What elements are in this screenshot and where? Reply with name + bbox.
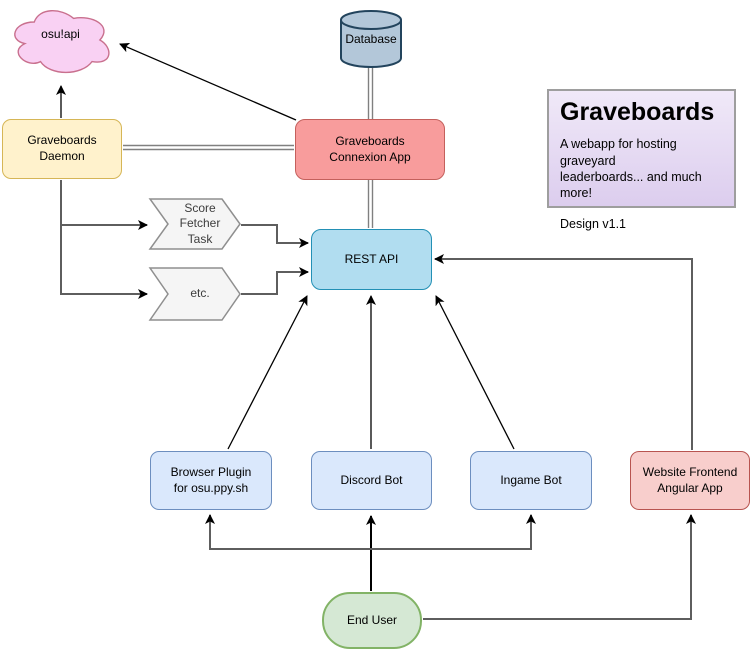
node-etc-task[interactable]: etc. — [148, 267, 241, 321]
cloud-icon — [14, 10, 110, 73]
node-website-frontend[interactable]: Website Frontend Angular App — [630, 451, 750, 510]
diagram-version: Design v1.1 — [560, 217, 627, 232]
edge-enduser-to-ingame-bot — [371, 514, 536, 550]
node-ingame-bot[interactable]: Ingame Bot — [470, 451, 592, 510]
node-label: Discord Bot — [340, 472, 403, 487]
edge-browser-plugin-to-restapi — [227, 295, 308, 450]
node-database[interactable]: Database — [340, 10, 402, 68]
edge-enduser-to-browser-plugin — [205, 514, 371, 550]
node-label: Ingame Bot — [500, 472, 562, 487]
node-browser-plugin[interactable]: Browser Plugin for osu.ppy.sh — [150, 451, 272, 510]
node-label: End User — [346, 612, 398, 627]
node-label: REST API — [344, 251, 399, 266]
node-label: Browser Plugin for osu.ppy.sh — [170, 464, 252, 495]
edge-etc-to-restapi — [241, 267, 309, 295]
node-discord-bot[interactable]: Discord Bot — [311, 451, 432, 510]
node-label: osu!api — [41, 27, 80, 42]
node-graveboards-daemon[interactable]: Graveboards Daemon — [2, 119, 122, 179]
edge-connexion-to-osuapi — [119, 42, 297, 121]
edge-enduser-to-website-frontend — [423, 514, 696, 620]
info-box[interactable]: Graveboards A webapp for hosting graveya… — [547, 89, 736, 231]
edge-daemon-to-score-fetcher — [60, 180, 148, 230]
edge-database-connexion-link — [367, 67, 374, 119]
step-arrow-shape — [148, 267, 241, 321]
node-label: Database — [345, 32, 397, 46]
node-graveboards-connexion-app[interactable]: Graveboards Connexion App — [295, 119, 445, 180]
node-label: Graveboards Daemon — [27, 133, 97, 163]
edge-ingame-bot-to-restapi — [435, 295, 515, 450]
diagram-title: Graveboards — [560, 98, 715, 126]
database-cylinder-icon — [340, 10, 402, 68]
node-rest-api[interactable]: REST API — [311, 229, 432, 290]
edge-website-frontend-to-restapi — [434, 254, 693, 450]
node-label: etc. — [190, 286, 210, 301]
node-label: Website Frontend Angular App — [642, 464, 738, 495]
diagram-description: A webapp for hosting graveyard leaderboa… — [560, 137, 702, 200]
step-arrow-shape — [148, 198, 241, 250]
edge-daemon-connexion-link — [123, 144, 294, 151]
node-score-fetcher-task[interactable]: Score Fetcher Task — [148, 198, 241, 250]
node-end-user[interactable]: End User — [322, 592, 422, 649]
node-label: Score Fetcher Task — [179, 200, 221, 246]
edge-score-fetcher-to-restapi — [241, 224, 309, 248]
node-osu-api[interactable]: osu!api — [8, 4, 113, 76]
edge-connexion-restapi-link — [367, 180, 374, 228]
edge-daemon-to-etc — [60, 180, 148, 299]
node-label: Graveboards Connexion App — [329, 133, 411, 164]
